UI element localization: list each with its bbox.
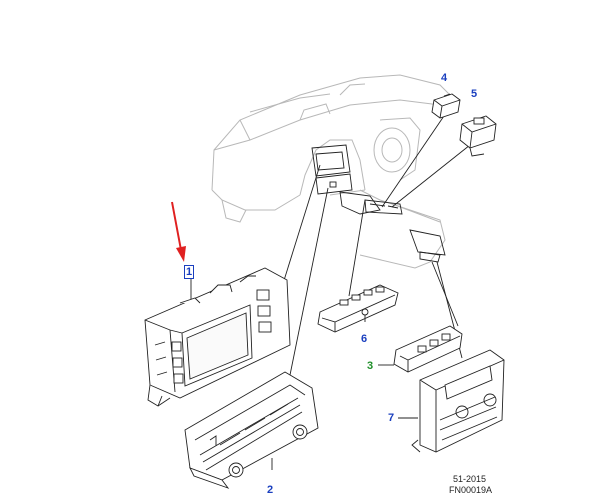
callout-5: 5 <box>471 88 478 100</box>
figure-code: FN00019A <box>449 485 493 495</box>
date-code: 51-2015 <box>453 474 487 484</box>
callout-7: 7 <box>388 412 395 424</box>
callout-4: 4 <box>441 72 448 84</box>
callout-6: 6 <box>361 333 368 345</box>
pointer-arrow <box>171 201 186 262</box>
part-2-climate-panel <box>184 371 319 489</box>
callout-3: 3 <box>367 360 374 372</box>
part-7-control-panel <box>411 349 505 453</box>
part-1-touchscreen-unit <box>144 267 291 407</box>
dashboard-outline <box>211 74 456 269</box>
part-3-switch-module <box>393 325 463 373</box>
center-stack <box>311 144 446 263</box>
callout-2: 2 <box>267 484 274 496</box>
callout-1: 1 <box>184 265 195 279</box>
part-4-switch <box>431 93 461 119</box>
part-5-selector-switch <box>459 115 497 157</box>
part-6-switch-pack <box>317 284 399 333</box>
